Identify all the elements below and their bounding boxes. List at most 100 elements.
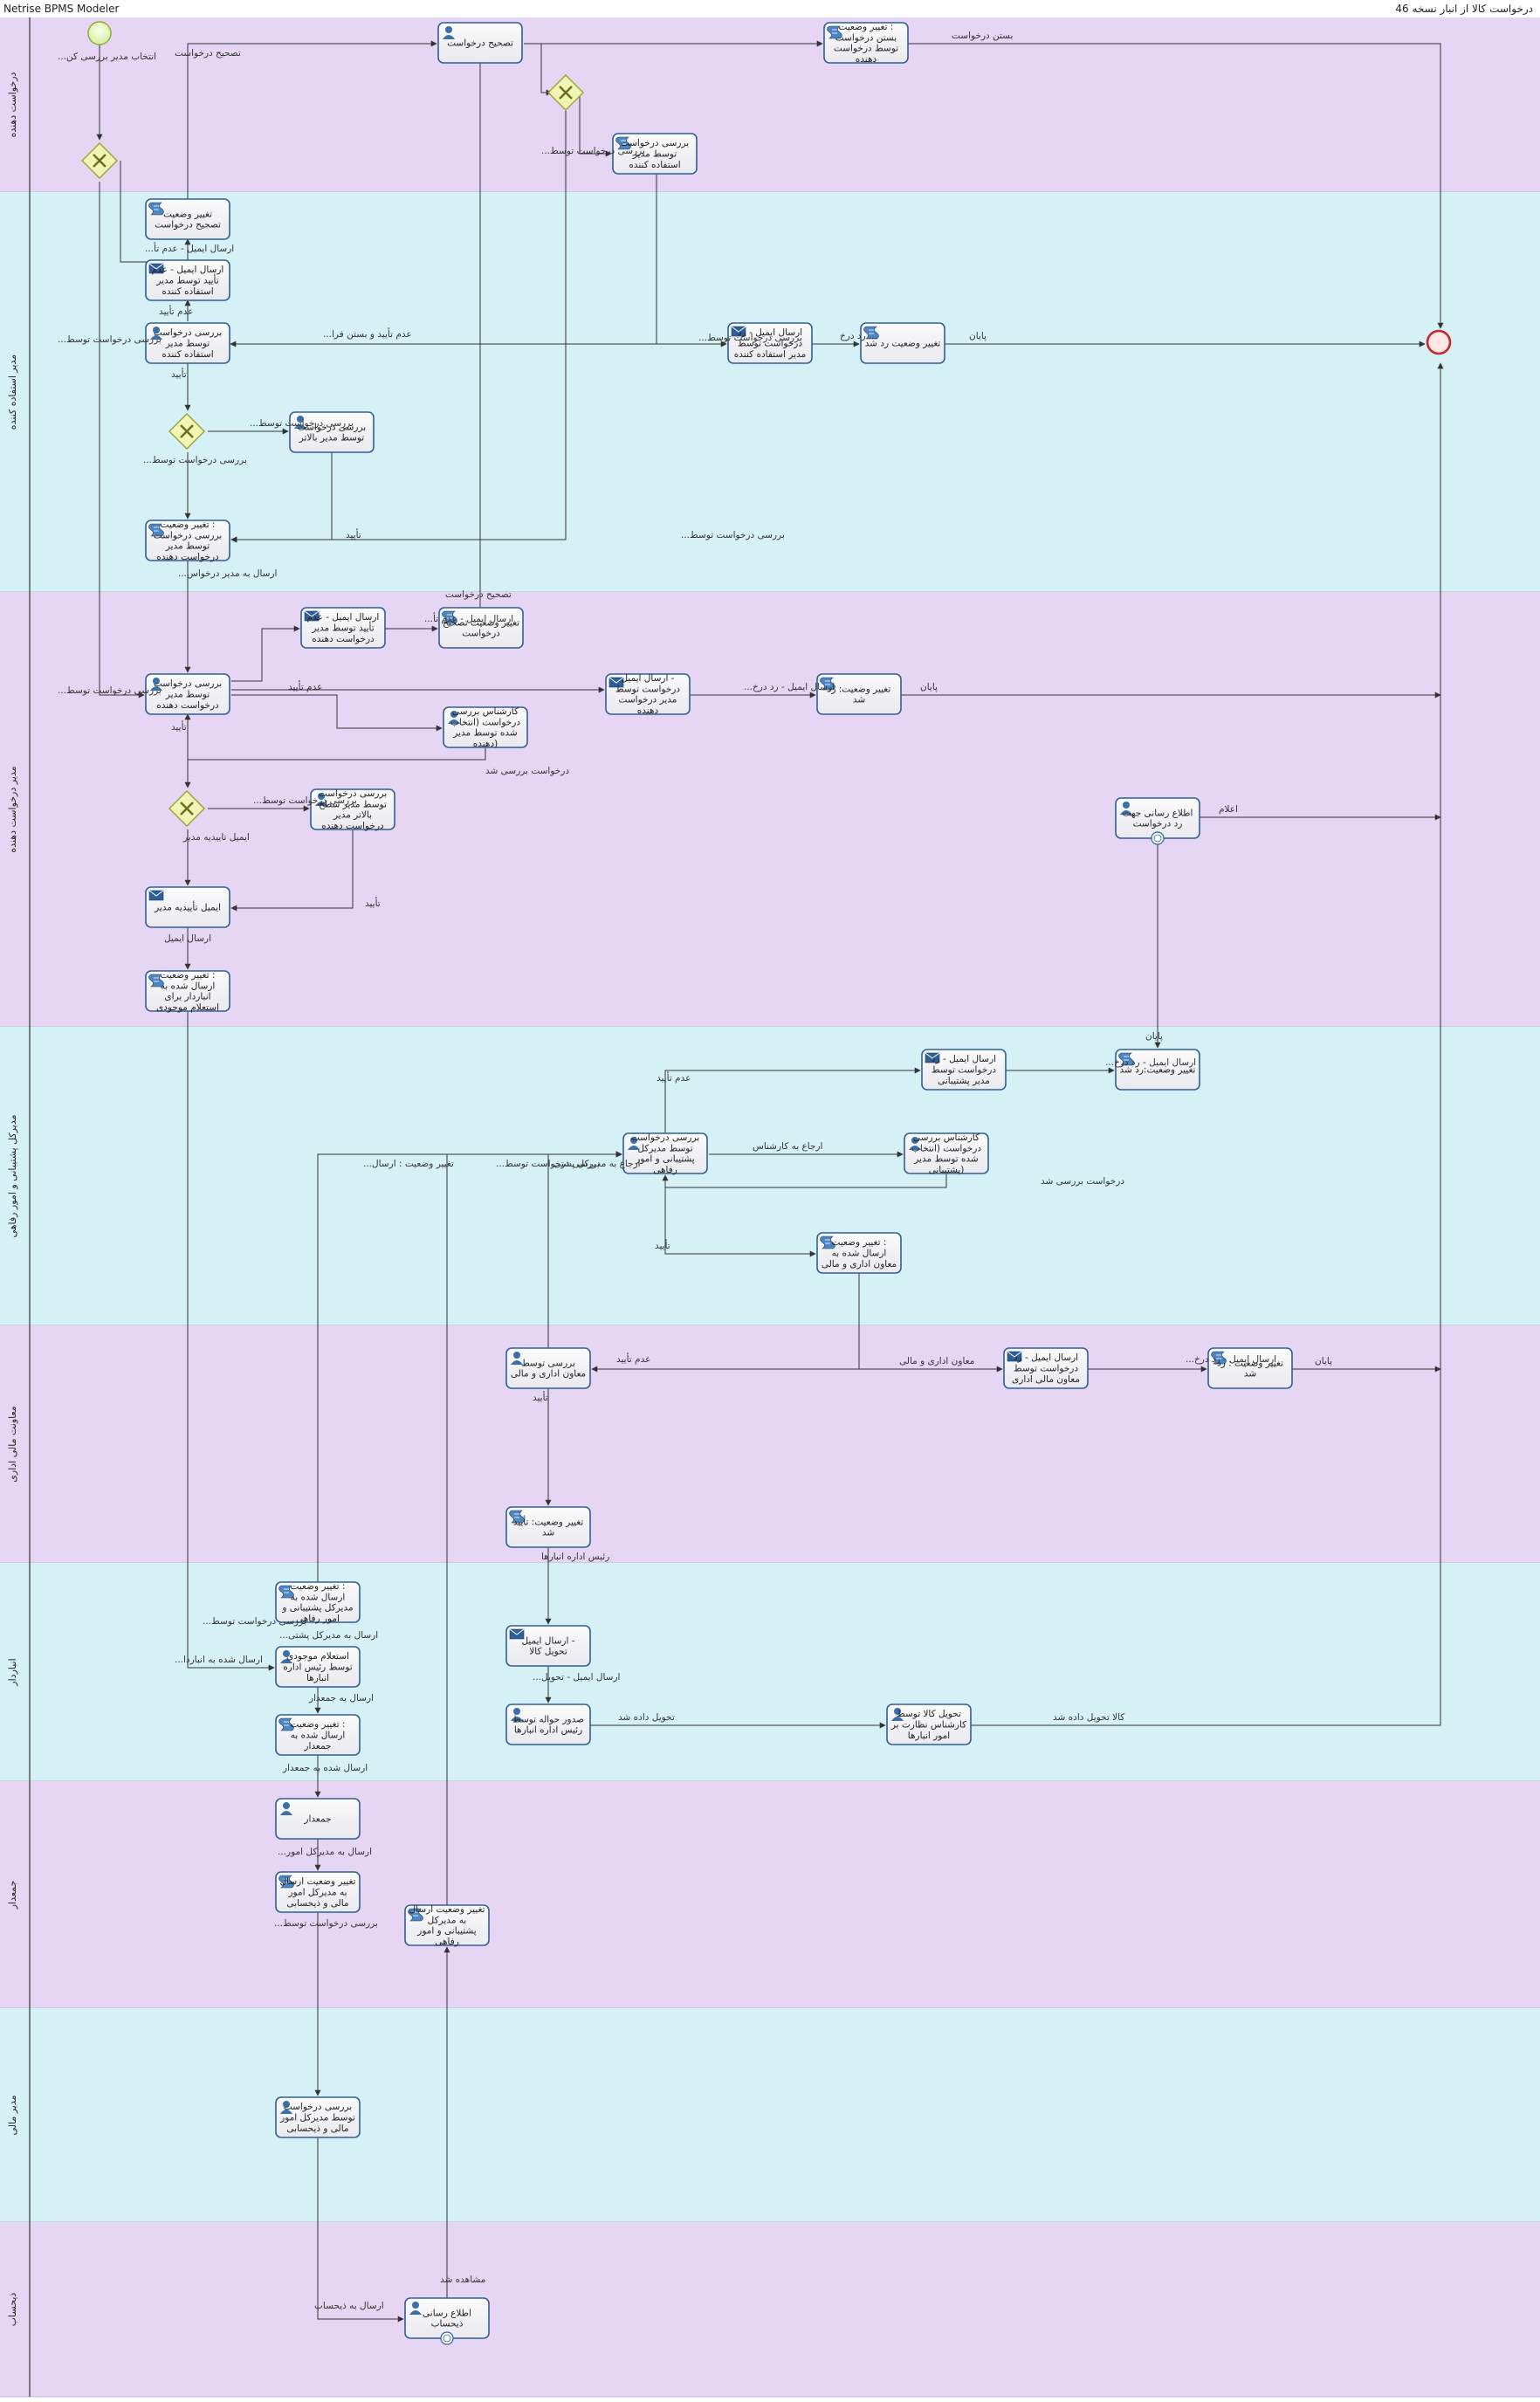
- flow-label: بررسی درخواست توسط...: [681, 530, 785, 540]
- flow-label: تصحیح درخواست: [175, 48, 241, 59]
- task-label: کارشناس بررسی: [913, 1132, 980, 1143]
- task-label: شد: [853, 695, 865, 705]
- boundary-timer-icon: [440, 2331, 454, 2345]
- flow-label: تأیید: [365, 897, 381, 909]
- lane-label: ذیحساب: [7, 2293, 18, 2327]
- gateway-g1[interactable]: [81, 142, 118, 179]
- task-label: توسط درخواست: [834, 44, 898, 54]
- task-label: رد درخواست: [1133, 819, 1183, 829]
- flow-label: ارجاع به مدیرکل پشتی...: [545, 1159, 641, 1169]
- task-t8[interactable]: تغییر وضعیت رد شد: [860, 322, 945, 364]
- task-t30[interactable]: ارسال ایمیل -تحویل کالا: [505, 1625, 591, 1667]
- flow-label: بررسی درخواست توسط...: [496, 1159, 600, 1169]
- sequence-flows: [96, 40, 1444, 2323]
- flow-label: ارسال ایمیل - عدم تأ...: [145, 242, 234, 254]
- task-label: درخواست (انتخاب: [911, 1143, 981, 1153]
- task-label: درخواست دهنده: [321, 821, 384, 831]
- task-t22[interactable]: تغییر وضعیت:رد شد: [1115, 1049, 1200, 1091]
- task-t19[interactable]: ایمیل تأییدیه مدیر: [145, 886, 230, 928]
- flow-label: تحویل داده شد: [618, 1712, 675, 1723]
- task-label: کارشناس نظارت بر: [890, 1720, 966, 1731]
- task-label: تغییر وضعیت ارسال: [280, 1876, 356, 1887]
- task-label: کارشناس بررسی: [452, 706, 519, 717]
- task-label: شده توسط مدیر: [452, 728, 517, 739]
- flow-label: پایان: [1315, 1356, 1332, 1366]
- start-event[interactable]: [87, 21, 112, 45]
- task-label: ارسال ایمیل - رد: [738, 327, 802, 338]
- lane-l3: [0, 592, 1540, 1027]
- task-label: دهنده: [637, 705, 659, 716]
- flow-label: ارسال ایمیل - رد درخ...: [1105, 1057, 1196, 1068]
- flow-label: ارسال به مدیرکل پشتی...: [279, 1630, 378, 1641]
- task-label: ارسال شده به: [161, 981, 216, 991]
- flow-label: ایمیل تاییدیه مدیر: [182, 832, 250, 843]
- task-label: پشتیبانی): [929, 1165, 965, 1175]
- task-label: درخواست دهنده: [156, 552, 219, 562]
- lane-l6: [0, 1563, 1540, 1781]
- task-label: مدیر استفاده کننده: [734, 349, 806, 360]
- end-event[interactable]: [1426, 329, 1452, 355]
- lane-l1: [0, 17, 1540, 192]
- task-label: جمعدار: [303, 1814, 331, 1825]
- task-label: ذیحساب: [431, 2319, 464, 2330]
- gateway-g2[interactable]: [168, 413, 205, 450]
- flow-label: مشاهده شد: [440, 2275, 485, 2285]
- gateway-g4[interactable]: [168, 790, 205, 827]
- lane-label: معاونت مالی اداری: [7, 1406, 18, 1483]
- task-label: توسط رئیس اداره: [283, 1662, 352, 1673]
- lane-l7: [0, 1781, 1540, 2008]
- lane-label: مدیر استفاده کننده: [7, 354, 18, 430]
- flow-label: عدم تأیید: [159, 305, 193, 317]
- gateway-g3[interactable]: [547, 74, 584, 111]
- task-label: شده توسط مدیر: [913, 1154, 978, 1165]
- task-t36[interactable]: جمعدار: [275, 1798, 361, 1840]
- flow-label: بستن درخواست: [952, 31, 1013, 41]
- task-label: درخواست دهنده: [156, 700, 219, 711]
- flow-label: بررسی درخواست توسط...: [203, 1616, 306, 1627]
- task-label: امور انبارها: [908, 1731, 950, 1741]
- task-label: تغییر وضعیت :: [291, 1719, 346, 1730]
- flow-label: پایان: [969, 331, 987, 341]
- flow-label: ارجاع به کارشناس: [753, 1141, 822, 1152]
- task-label: ارسال ایمیل -: [621, 673, 674, 684]
- task-label: تغییر وضعیت: رد: [828, 684, 891, 694]
- task-label: توسط مدیر: [632, 149, 677, 160]
- task-label: تغییر وضعیت :: [839, 22, 894, 32]
- task-t1[interactable]: تصحیح درخواست: [437, 22, 523, 64]
